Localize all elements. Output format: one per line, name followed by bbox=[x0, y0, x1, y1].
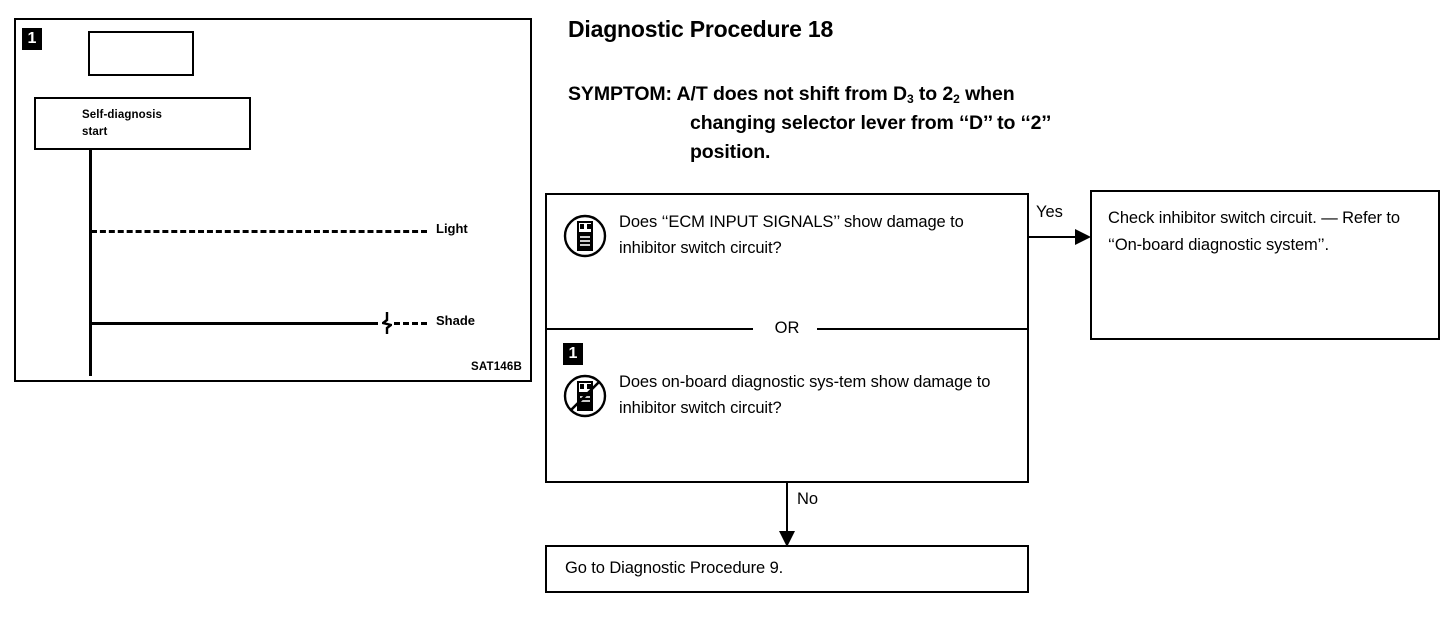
no-consult-scan-tool-icon bbox=[563, 371, 607, 421]
no-arrow-icon bbox=[779, 531, 795, 547]
page-title: Diagnostic Procedure 18 bbox=[568, 16, 834, 42]
or-rule-right bbox=[817, 328, 1027, 330]
trace-light-label: Light bbox=[436, 221, 468, 236]
illustration-panel: 1 Self-diagnosis start Light Shade SAT14… bbox=[14, 18, 532, 382]
symptom-block: SYMPTOM: A/T does not shift from D3 to 2… bbox=[568, 80, 1368, 167]
question-box: Does ‘‘ECM INPUT SIGNALS’’ show damage t… bbox=[545, 193, 1029, 483]
trace-shade-label: Shade bbox=[436, 313, 476, 328]
yes-connector-line bbox=[1029, 236, 1077, 238]
result-box-text: Check inhibitor switch circuit. — Refer … bbox=[1108, 209, 1400, 255]
question-option-a-text: Does ‘‘ECM INPUT SIGNALS’’ show damage t… bbox=[619, 213, 964, 258]
symptom-line1-part-c: when bbox=[959, 83, 1015, 105]
yes-arrow-icon bbox=[1075, 229, 1091, 245]
dashed-line-icon bbox=[91, 230, 427, 233]
question-step-badge: 1 bbox=[563, 343, 583, 365]
question-option-a: Does ‘‘ECM INPUT SIGNALS’’ show damage t… bbox=[547, 205, 1027, 310]
question-option-b: Does on-board diagnostic sys-tem show da… bbox=[547, 365, 1027, 475]
timeline-stem bbox=[89, 150, 92, 376]
or-rule-left bbox=[547, 328, 753, 330]
illustration-step-badge: 1 bbox=[22, 28, 42, 50]
or-divider: OR bbox=[547, 317, 1027, 339]
no-connector-line bbox=[786, 483, 788, 535]
symptom-subscript-d3: 3 bbox=[906, 92, 914, 107]
self-diagnosis-start-line1: Self-diagnosis bbox=[82, 109, 162, 121]
consult-scan-tool-icon bbox=[563, 211, 607, 261]
symptom-line1-part-a: A/T does not shift from D bbox=[676, 83, 908, 105]
self-diagnosis-start-line2: start bbox=[82, 125, 108, 138]
symptom-line1-part-b: to 2 bbox=[913, 83, 954, 105]
or-label: OR bbox=[766, 317, 808, 339]
final-box: Go to Diagnostic Procedure 9. bbox=[545, 545, 1029, 593]
empty-rectangle-icon bbox=[88, 31, 194, 76]
symptom-label: SYMPTOM: bbox=[568, 83, 672, 105]
self-diagnosis-start-box: Self-diagnosis start bbox=[34, 97, 251, 150]
line-break-icon bbox=[380, 312, 394, 334]
final-box-text: Go to Diagnostic Procedure 9. bbox=[565, 559, 784, 577]
dashed-line-icon bbox=[394, 322, 427, 325]
question-option-b-text: Does on-board diagnostic sys-tem show da… bbox=[619, 373, 991, 418]
symptom-line2: changing selector lever from ‘‘D’’ to ‘‘… bbox=[690, 111, 1052, 134]
symptom-subscript-2two: 2 bbox=[953, 92, 960, 107]
branch-label-no: No bbox=[797, 490, 819, 508]
branch-label-yes: Yes bbox=[1036, 203, 1063, 221]
symptom-line3: position. bbox=[690, 140, 771, 163]
result-box: Check inhibitor switch circuit. — Refer … bbox=[1090, 190, 1440, 340]
figure-code-label: SAT146B bbox=[470, 361, 522, 373]
solid-line-icon bbox=[91, 322, 378, 325]
